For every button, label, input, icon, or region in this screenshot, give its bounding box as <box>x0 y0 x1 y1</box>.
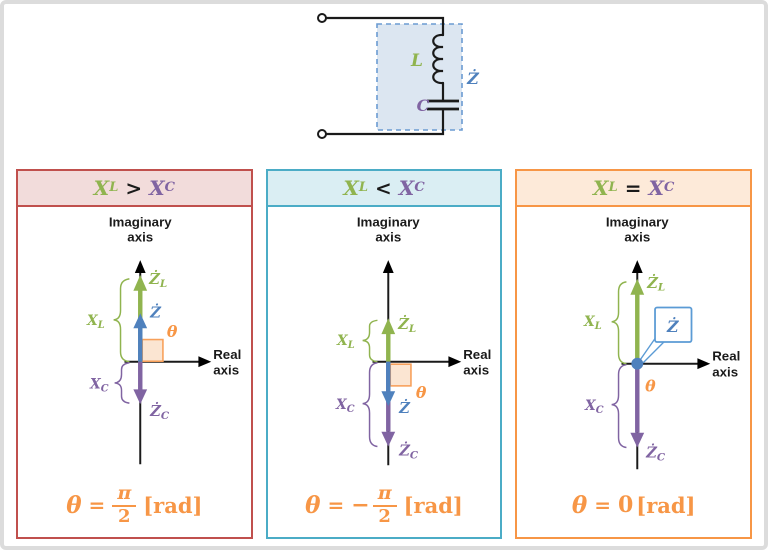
xl-symbol: X <box>93 176 110 200</box>
zc-label: ŻC <box>398 440 419 461</box>
xc-label: XC <box>335 397 355 415</box>
z-point <box>631 357 644 370</box>
xc-label: XC <box>584 398 604 416</box>
svg-text:axis: axis <box>463 363 489 378</box>
xc-label: XC <box>89 376 109 394</box>
xl-label: XL <box>583 314 602 332</box>
xc-symbol: X <box>149 176 165 200</box>
panel3-formula: θ = 0 [rad] <box>571 491 696 519</box>
xl-brace <box>362 319 378 363</box>
svg-text:axis: axis <box>625 229 651 244</box>
real-axis-arrowhead <box>697 358 711 370</box>
zc-label: ŻC <box>149 401 170 422</box>
xl-brace <box>611 281 627 365</box>
right-angle-marker <box>389 363 412 387</box>
rad-unit: [rad] <box>636 492 696 518</box>
z-label: Ż <box>398 398 411 417</box>
theta-label: θ <box>167 322 178 341</box>
xc-symbol: X <box>648 176 664 200</box>
xl-symbol: X <box>343 176 359 200</box>
xc-brace <box>114 361 130 404</box>
panel3-plot: Imaginary axis Real axis Ż <box>517 207 750 479</box>
theta-symbol: θ <box>571 491 588 519</box>
comparison-operator: = <box>624 176 642 200</box>
real-axis-label: Real <box>713 349 741 364</box>
real-axis-label: Real <box>463 347 491 362</box>
rad-unit: [rad] <box>403 492 463 518</box>
z-label: Ż <box>666 316 679 336</box>
lc-circuit-diagram: L C Ż <box>317 13 480 139</box>
terminal-bottom <box>317 129 327 139</box>
minus-sign: − <box>351 492 370 518</box>
real-axis-label: Real <box>213 347 241 362</box>
theta-symbol: θ <box>305 491 321 519</box>
comparison-operator: < <box>375 176 392 200</box>
imaginary-axis-label: Imaginary <box>109 215 172 230</box>
complex-plane-2: Imaginary axis Real axis <box>335 215 491 466</box>
terminal-top <box>317 13 327 23</box>
pi-over-2: π 2 <box>372 483 397 527</box>
pi-over-2: π 2 <box>112 483 137 527</box>
panel2-formula: θ = − π 2 [rad] <box>305 481 463 527</box>
imaginary-axis-arrowhead <box>134 260 146 274</box>
inductor-label: L <box>410 51 423 71</box>
real-axis-arrowhead <box>198 356 212 368</box>
xl-symbol: X <box>593 176 609 200</box>
impedance-dashed-box <box>376 23 463 131</box>
theta-label: θ <box>416 383 427 402</box>
xc-brace <box>362 361 378 448</box>
xc-symbol: X <box>398 176 415 200</box>
zl-label: ŻL <box>646 273 665 294</box>
callout-pointer <box>640 336 657 361</box>
theta-symbol: θ <box>66 491 82 519</box>
xl-label: XL <box>86 313 105 331</box>
svg-text:axis: axis <box>713 365 739 380</box>
inductor-coil <box>432 33 445 85</box>
imaginary-axis-label: Imaginary <box>357 215 420 230</box>
comparison-operator: > <box>125 176 143 200</box>
svg-text:axis: axis <box>375 229 401 244</box>
zl-label: ŻL <box>397 314 416 335</box>
top-wire <box>324 16 445 37</box>
z-callout-box <box>654 306 693 343</box>
panel1-plot: Imaginary axis Real axis <box>18 207 251 479</box>
xl-label: XL <box>336 333 355 351</box>
xc-brace <box>611 363 627 449</box>
panel2-plot: Imaginary axis Real axis <box>268 207 501 479</box>
complex-plane-1: Imaginary axis Real axis <box>86 215 241 465</box>
imaginary-axis-arrowhead <box>632 260 644 274</box>
svg-text:axis: axis <box>127 229 153 244</box>
panel1-formula: θ = π 2 [rad] <box>66 481 203 527</box>
imaginary-axis-arrowhead <box>382 260 394 274</box>
complex-plane-3: Imaginary axis Real axis Ż <box>583 215 741 470</box>
rad-unit: [rad] <box>143 492 203 518</box>
theta-label: θ <box>646 376 657 395</box>
z-label: Ż <box>149 302 162 321</box>
capacitor-label: C <box>417 96 430 115</box>
callout-pointer <box>643 341 665 364</box>
imaginary-axis-label: Imaginary <box>606 215 669 230</box>
xl-brace <box>113 278 130 363</box>
impedance-label: Ż <box>466 68 480 88</box>
real-axis-arrowhead <box>448 356 461 368</box>
right-angle-marker <box>141 338 164 363</box>
bottom-wire <box>324 108 445 136</box>
svg-text:axis: axis <box>213 363 239 378</box>
zl-label: ŻL <box>148 269 167 290</box>
zc-label: ŻC <box>645 442 666 463</box>
zero-value: 0 <box>617 492 634 518</box>
